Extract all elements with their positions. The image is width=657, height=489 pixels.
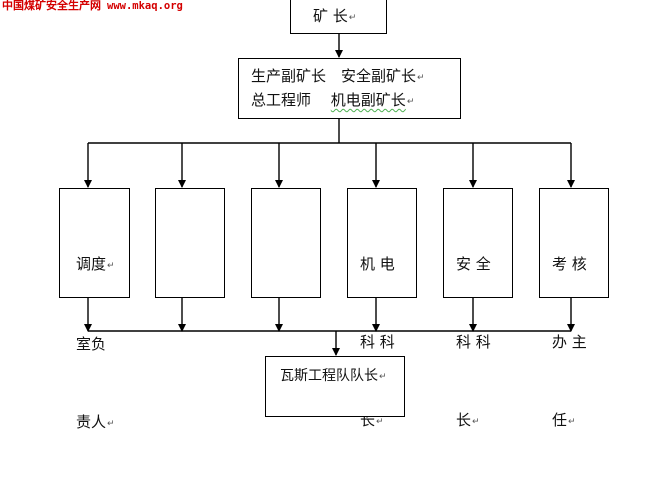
node-deputies: 生产副矿长 安全副矿长↵ 总工程师 机电副矿长↵ — [238, 58, 461, 119]
assessment-line-1: 考 核 — [552, 255, 587, 273]
node-mine-director-label: 矿 长 — [313, 7, 348, 25]
paragraph-mark-icon: ↵ — [406, 97, 415, 107]
paragraph-mark-icon: ↵ — [376, 417, 384, 427]
electromech-line-1: 机 电 — [360, 255, 395, 273]
assessment-line-3: 任↵ — [552, 411, 576, 429]
electromech-line-2: 科 科 — [360, 333, 395, 351]
node-blank-2 — [251, 188, 321, 298]
safety-line-3: 长↵ — [456, 411, 480, 429]
paragraph-mark-icon: ↵ — [472, 417, 480, 427]
connector-lines — [84, 34, 575, 356]
gas-team-leader-label: 瓦斯工程队队长 — [280, 368, 378, 384]
paragraph-mark-icon: ↵ — [568, 417, 576, 427]
paragraph-mark-icon: ↵ — [348, 13, 357, 23]
node-electromechanical-section: 机 电 科 科 长↵ — [347, 188, 417, 429]
chief-engineer: 总工程师 — [251, 91, 312, 109]
paragraph-mark-icon: ↵ — [417, 73, 425, 83]
node-safety-section: 安 全 科 科 长↵ — [443, 188, 513, 429]
watermark: 中国煤矿安全生产网 www.mkaq.org — [2, 0, 183, 12]
paragraph-mark-icon: ↵ — [379, 372, 387, 382]
node-dispatch-office: 调度↵ 室负 责人↵ — [59, 188, 130, 431]
paragraph-mark-icon: ↵ — [107, 419, 115, 429]
deputy-production: 生产副矿长 — [251, 67, 327, 85]
node-assessment-office: 考 核 办 主 任↵ — [539, 188, 609, 429]
dispatch-line-3: 责人↵ — [76, 413, 115, 431]
deputy-electromechanical: 机电副矿长 — [330, 91, 406, 109]
deputy-safety: 安全副矿长 — [341, 67, 417, 85]
node-blank-1 — [155, 188, 225, 298]
node-gas-team-leader: 瓦斯工程队队长↵ — [265, 356, 405, 417]
safety-line-2: 科 科 — [456, 333, 491, 351]
dispatch-line-1: 调度↵ — [76, 255, 115, 273]
safety-line-1: 安 全 — [456, 255, 491, 273]
watermark-site: www.mkaq.org — [107, 0, 183, 12]
paragraph-mark-icon: ↵ — [107, 261, 115, 271]
watermark-text: 中国煤矿安全生产网 — [2, 0, 101, 12]
node-mine-director: 矿 长↵ — [290, 0, 387, 34]
dispatch-line-2: 室负 — [76, 335, 107, 353]
assessment-line-2: 办 主 — [552, 333, 587, 351]
